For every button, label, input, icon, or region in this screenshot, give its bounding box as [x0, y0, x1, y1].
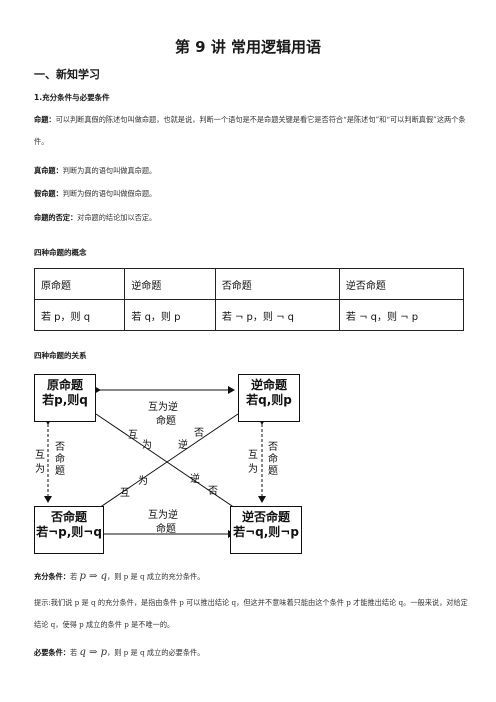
- left-neg-2: 命: [55, 454, 65, 465]
- bottom-label-line1: 互为逆: [148, 510, 178, 521]
- table-header-cell: 原命题: [33, 268, 126, 300]
- false-term: 假命题：: [34, 189, 63, 198]
- true-text: 判断为真的语句叫做真命题。: [62, 166, 157, 175]
- right-neg-1: 否: [268, 442, 278, 453]
- x-lower-wei: 为: [138, 476, 148, 487]
- left-wei: 为: [35, 464, 45, 475]
- top-label-line1: 互为逆: [148, 402, 178, 413]
- top-label-line2: 命题: [156, 416, 176, 427]
- converse-title: 逆命题: [250, 378, 287, 392]
- proposition-paragraph: 命题：可以判断真假的陈述句叫做命题，也就是说，判断一个语句是不是命题关键是看它是…: [34, 109, 468, 153]
- necessary-post: ，则 p 是 q 成立的必要条件。: [107, 648, 205, 657]
- necessary-term: 必要条件：: [34, 648, 70, 657]
- four-propositions-diagram: 原命题 若p,则q 逆命题 若q,则p 否命题 若¬p,则¬q 逆否命题 若¬q…: [34, 374, 302, 554]
- inverse-proposition-box: 否命题 若¬p,则¬q: [34, 506, 104, 554]
- table-cell: 若 p，则 q: [33, 299, 126, 331]
- sufficient-formula: p ⇒ q: [79, 571, 107, 582]
- table-cell: 若 q，则 p: [124, 299, 216, 331]
- hint-paragraph: 提示:我们说 p 是 q 的充分条件，是指由条件 p 可以推出结论 q，但这并不…: [34, 598, 468, 629]
- contrapositive-form: 若¬q,则¬p: [233, 525, 299, 539]
- original-proposition-box: 原命题 若p,则q: [34, 374, 96, 422]
- sufficient-pre: 若: [69, 572, 78, 581]
- left-hu: 互: [35, 450, 45, 461]
- right-wei: 为: [248, 464, 258, 475]
- x-lower-fou: 否: [208, 486, 218, 497]
- false-proposition-paragraph: 假命题：判断为假的语句叫做假命题。: [34, 183, 468, 205]
- section-heading: 一、新知学习: [34, 68, 100, 81]
- table-row: 原命题 逆命题 否命题 逆否命题: [33, 268, 465, 300]
- sufficient-condition-paragraph: 充分条件：若 p ⇒ q，则 p 是 q 成立的充分条件。: [34, 566, 468, 588]
- four-concept-heading: 四种命题的概念: [34, 248, 87, 257]
- necessary-condition-paragraph: 必要条件：若 q ⇒ p，则 p 是 q 成立的必要条件。: [34, 642, 468, 664]
- page-title: 第 9 讲 常用逻辑用语: [174, 38, 322, 56]
- table-header-cell: 否命题: [214, 268, 340, 300]
- necessary-pre: 若: [69, 648, 78, 657]
- right-hu: 互: [248, 450, 258, 461]
- converse-proposition-box: 逆命题 若q,则p: [238, 374, 300, 422]
- right-neg-2: 命: [268, 454, 278, 465]
- diagonal-line-2: [95, 413, 239, 511]
- negation-paragraph: 命题的否定：对命题的结论加以否定。: [34, 207, 468, 229]
- sufficient-term: 充分条件：: [34, 572, 70, 581]
- converse-form: 若q,则p: [246, 393, 292, 407]
- table-cell: 若 ¬ p，则 ¬ q: [214, 299, 340, 331]
- x-upper-ni: 逆: [178, 440, 188, 451]
- subsection-heading: 1.充分条件与必要条件: [34, 93, 110, 102]
- right-neg-3: 题: [268, 466, 278, 477]
- left-neg-1: 否: [55, 442, 65, 453]
- bottom-label-line2: 命题: [156, 524, 176, 535]
- diagram-arrows: [44, 386, 266, 538]
- relation-heading: 四种命题的关系: [34, 351, 87, 360]
- contrapositive-box: 逆否命题 若¬q,则¬p: [230, 506, 302, 554]
- table-cell: 若 ¬ q，则 ¬ p: [338, 299, 465, 331]
- original-title: 原命题: [46, 378, 83, 392]
- table-header-cell: 逆命题: [124, 268, 216, 300]
- contrapositive-title: 逆否命题: [241, 510, 290, 524]
- proposition-text: 可以判断真假的陈述句叫做命题，也就是说，判断一个语句是不是命题关键是看它是否符合…: [34, 115, 466, 146]
- true-term: 真命题：: [34, 166, 63, 175]
- proposition-term: 命题：: [34, 115, 56, 124]
- sufficient-post: ，则 p 是 q 成立的充分条件。: [107, 572, 205, 581]
- inverse-title: 否命题: [50, 510, 87, 524]
- table-header-cell: 逆否命题: [338, 268, 465, 300]
- false-text: 判断为假的语句叫做假命题。: [62, 189, 157, 198]
- x-lower-ni: 逆: [190, 474, 200, 485]
- x-upper-wei: 为: [142, 440, 152, 451]
- true-proposition-paragraph: 真命题：判断为真的语句叫做真命题。: [34, 160, 468, 182]
- left-neg-3: 题: [55, 466, 65, 477]
- negation-text: 对命题的结论加以否定。: [77, 213, 157, 222]
- original-form: 若p,则q: [42, 393, 88, 407]
- necessary-formula: q ⇒ p: [79, 647, 107, 658]
- inverse-form: 若¬p,则¬q: [36, 525, 102, 539]
- x-upper-hu: 互: [128, 430, 138, 441]
- x-upper-fou: 否: [194, 428, 204, 439]
- table-row: 若 p，则 q 若 q，则 p 若 ¬ p，则 ¬ q 若 ¬ q，则 ¬ p: [33, 299, 465, 331]
- negation-term: 命题的否定：: [34, 213, 78, 222]
- four-propositions-table: 原命题 逆命题 否命题 逆否命题 若 p，则 q 若 q，则 p 若 ¬ p，则…: [33, 268, 465, 331]
- x-lower-hu: 互: [120, 488, 130, 499]
